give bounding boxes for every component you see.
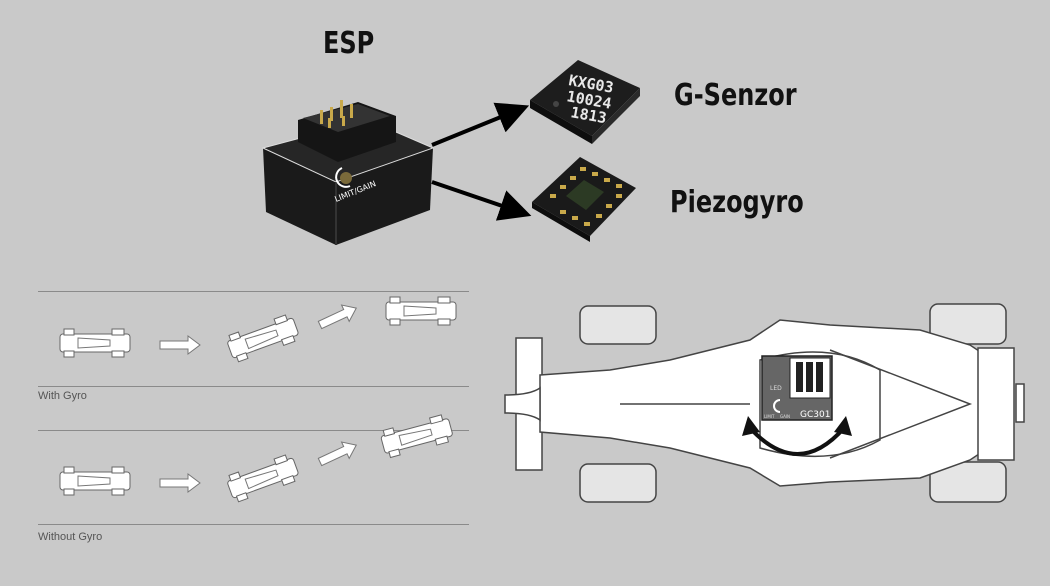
car-icon — [59, 466, 131, 496]
without-gyro-caption: Without Gyro — [38, 531, 103, 543]
car-icon — [224, 312, 302, 364]
rotation-arrow-icon — [748, 426, 846, 456]
car-top-view: LED GC301 LIMIT GAIN — [504, 303, 1025, 503]
gyro-comparison-diagram — [59, 296, 457, 504]
gain-label: GAIN — [780, 414, 790, 419]
gyro-module: LED GC301 LIMIT GAIN — [761, 355, 833, 421]
piezogyro-label: Piezogyro — [670, 185, 804, 220]
arrow-to-piezogyro — [431, 180, 532, 221]
arrow-right-icon — [159, 473, 201, 493]
arrow-right-icon — [159, 335, 201, 355]
arrow-to-g-sensor — [431, 102, 530, 147]
esp-label: ESP — [323, 26, 375, 61]
led-label: LED — [770, 385, 782, 392]
g-sensor-label: G-Senzor — [674, 78, 797, 113]
arrow-right-icon — [315, 436, 361, 471]
divider — [38, 524, 469, 525]
car-icon — [385, 296, 457, 326]
g-sensor-chip: KXG03 10024 1813 — [530, 60, 640, 144]
car-icon — [224, 452, 302, 504]
divider — [38, 291, 469, 292]
with-gyro-caption: With Gyro — [38, 390, 87, 402]
divider — [38, 386, 469, 387]
model-label: GC301 — [800, 410, 830, 420]
chip-line-3: 1813 — [569, 103, 608, 127]
esp-gyro-device: LIMIT/GAIN — [261, 100, 435, 245]
divider — [38, 430, 469, 431]
arrow-right-icon — [315, 299, 361, 334]
car-icon — [59, 328, 131, 358]
piezogyro-chip — [532, 157, 636, 242]
limit-label: LIMIT — [764, 414, 775, 419]
car-icon — [378, 412, 455, 460]
